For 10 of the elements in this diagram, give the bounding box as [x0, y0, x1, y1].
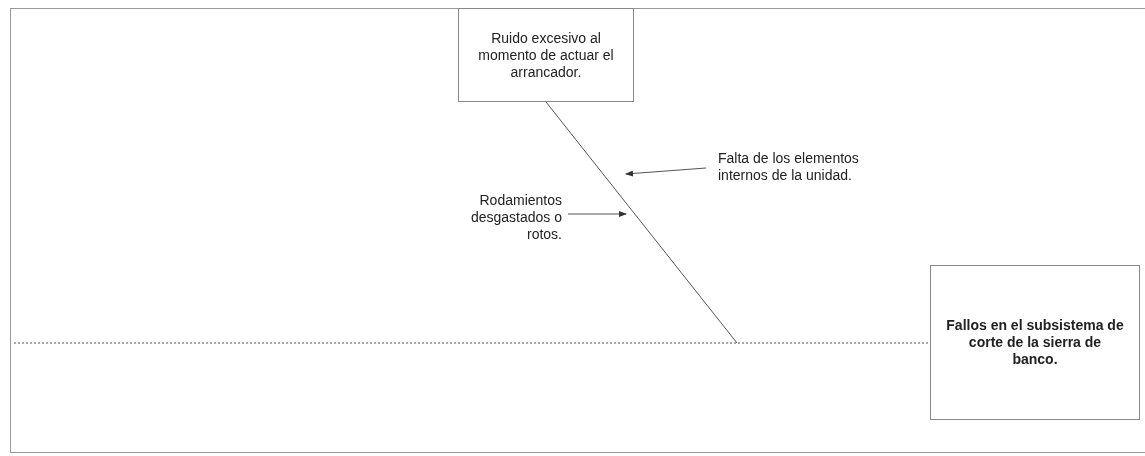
- cause-label: Falta de los elementos internos de la unidad.: [718, 140, 868, 194]
- cause-text: Ruido excesivo al momento de actuar el arrancador.: [477, 29, 615, 81]
- cause-label: Rodamientos desgastados o rotos.: [440, 190, 562, 244]
- arrow: [625, 167, 707, 177]
- effect-text: Fallos en el subsistema de corte de la sierra de banco.: [945, 317, 1125, 368]
- arrow: [567, 211, 627, 217]
- bone-line: [545, 101, 738, 344]
- spine-line: [13, 342, 931, 344]
- effect-box: [930, 265, 1140, 420]
- cause-box: [458, 8, 634, 102]
